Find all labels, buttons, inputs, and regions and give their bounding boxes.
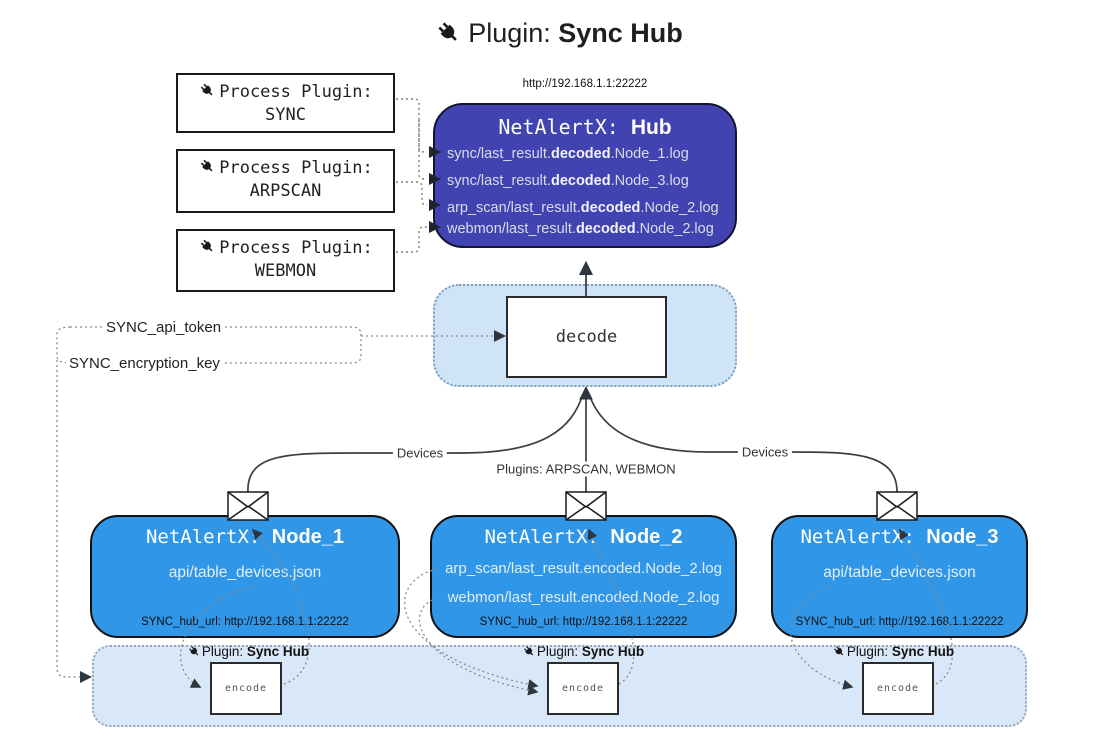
plug-icon [198,237,217,256]
process-plugin-sync: Process Plugin: SYNC [176,73,395,133]
node-hub-url: SYNC_hub_url: http://192.168.1.1:22222 [479,616,688,628]
process-plugin-name: ARPSCAN [249,181,322,201]
decode-box: decode [506,296,667,378]
node-title: NetAlertX: Node_1 [145,526,345,548]
page-title-prefix: Plugin: [468,18,551,48]
encode-box: encode [210,662,282,715]
plug-icon [522,644,537,659]
edge-label-devices-left: Devices [392,445,448,461]
hub-file-line: arp_scan/last_result.decoded.Node_2.log [447,200,719,216]
node-file-line: webmon/last_result.encoded.Node_2.log [447,589,720,606]
process-plugin-label: Process Plugin: [219,238,373,258]
process-plugin-arpscan: Process Plugin: ARPSCAN [176,149,395,213]
node-file-line: arp_scan/last_result.encoded.Node_2.log [445,560,722,577]
hub-file-line: webmon/last_result.decoded.Node_2.log [447,221,714,237]
node-file-line: api/table_devices.json [823,564,976,581]
edge-label-plugins: Plugins: ARPSCAN, WEBMON [492,461,680,477]
hub-title: NetAlertX: Hub [435,115,735,140]
decode-label: decode [555,327,618,347]
node-title: NetAlertX: Node_3 [800,526,999,548]
process-plugin-label: Process Plugin: [219,158,373,178]
plug-icon [832,644,847,659]
plug-icon [434,18,464,48]
node-file-line: api/table_devices.json [168,564,322,581]
page-title-name: Sync Hub [558,18,683,48]
encode-label: encode [561,683,605,694]
node-2: NetAlertX: Node_2 arp_scan/last_result.e… [430,515,737,638]
encoder-plugin-label: Plugin: Sync Hub [522,644,644,659]
encode-box: encode [862,662,934,715]
band-input-arrowhead [80,671,92,683]
process-plugin-label: Process Plugin: [219,82,373,102]
encode-label: encode [876,683,920,694]
hub-url-label: http://192.168.1.1:22222 [522,78,648,90]
hub-file-line: sync/last_result.decoded.Node_3.log [447,173,689,189]
sync-encryption-key-label: SYNC_encryption_key [66,355,223,372]
hub-file-line: sync/last_result.decoded.Node_1.log [447,146,689,162]
encoder-plugin-label: Plugin: Sync Hub [832,644,954,659]
page-title: Plugin: Sync Hub [0,18,1117,49]
process-plugin-webmon: Process Plugin: WEBMON [176,229,395,292]
node-hub-url: SYNC_hub_url: http://192.168.1.1:22222 [795,616,1004,628]
sync-api-token-label: SYNC_api_token [103,319,225,336]
node-1: NetAlertX: Node_1 api/table_devices.json… [90,515,400,638]
node-title: NetAlertX: Node_2 [484,526,683,548]
node-hub-url: SYNC_hub_url: http://192.168.1.1:22222 [141,616,349,628]
encode-box: encode [547,662,619,715]
encoder-plugin-label: Plugin: Sync Hub [187,644,309,659]
process-plugin-name: WEBMON [254,261,317,281]
hub-node: NetAlertX: Hub sync/last_result.decoded.… [433,103,737,248]
plug-icon [198,157,217,176]
process-plugin-name: SYNC [265,105,306,125]
encode-label: encode [224,683,268,694]
hub-title-prefix: NetAlertX: [498,115,631,139]
plugin-to-hub-wires [396,98,427,253]
plug-icon [187,644,202,659]
plug-icon [198,81,217,100]
edge-label-devices-right: Devices [737,444,793,460]
hub-title-name: Hub [630,116,672,139]
node-3: NetAlertX: Node_3 api/table_devices.json… [771,515,1028,638]
